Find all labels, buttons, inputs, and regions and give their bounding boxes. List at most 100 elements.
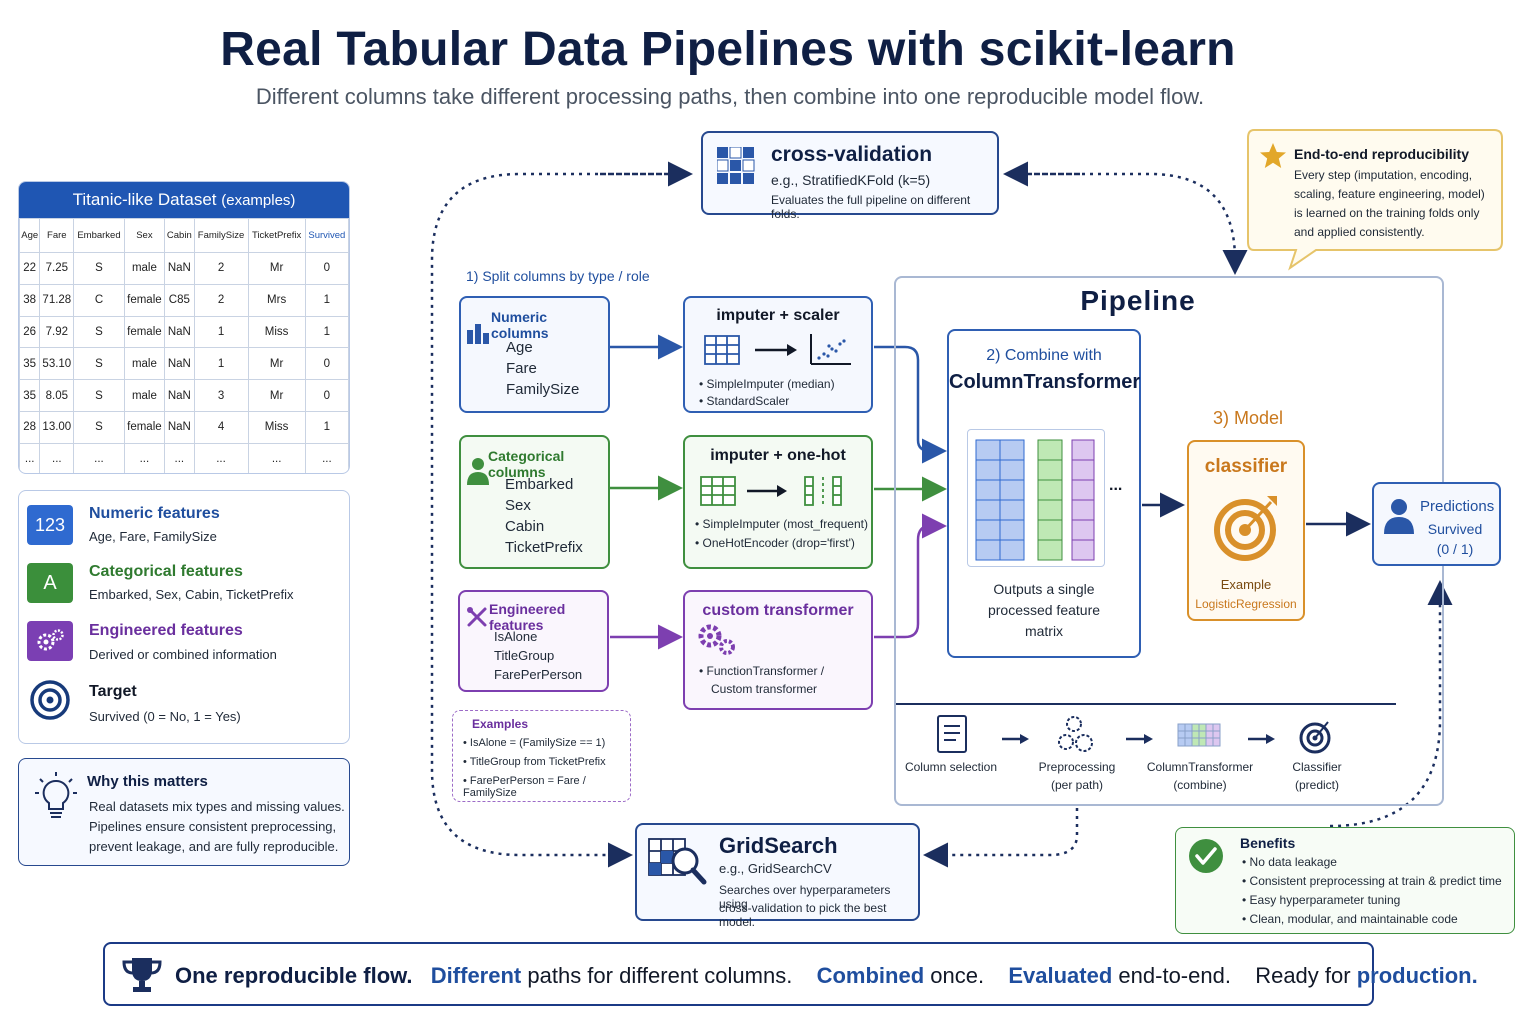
table-cell: Mr (247, 252, 306, 285)
target-icon (30, 680, 70, 720)
imputer-onehot-title: imputer + one-hot (710, 447, 846, 464)
split-label: 1) Split columns by type / role (466, 268, 650, 284)
predictions-line-2: (0 / 1) (1436, 541, 1474, 557)
repro-callout-shape (1247, 129, 1503, 271)
categorical-col-1: Embarked (505, 476, 574, 493)
categorical-badge: A (27, 563, 73, 603)
table-cell: 1 (304, 315, 349, 349)
table-row: ........................ (19, 442, 349, 473)
classifier-example-model: LogisticRegression (1195, 597, 1297, 611)
repro-line-4: and applied consistently. (1294, 225, 1425, 239)
custom-transformer-card: custom transformer FunctionTransformer /… (683, 590, 873, 710)
feature-matrix-icon (975, 439, 1095, 561)
gridsearch-card: GridSearch e.g., GridSearchCV Searches o… (635, 823, 920, 929)
table-cell: 22 (19, 252, 41, 285)
table-cell: Mr (247, 347, 306, 381)
categorical-col-3: Cabin (505, 518, 545, 535)
model-label: 3) Model (1213, 408, 1284, 428)
table-cell: 35 (19, 347, 41, 381)
categorical-columns-card: Categorical columns Embarked Sex Cabin T… (459, 435, 610, 569)
outputs-line-3: matrix (1024, 623, 1064, 639)
page-subtitle: Different columns take different process… (255, 84, 1205, 109)
page-title: Real Tabular Data Pipelines with scikit-… (220, 23, 1236, 76)
table-cell: female (123, 410, 166, 444)
table-cell: C85 (164, 283, 195, 317)
table-to-scatter-icon (704, 334, 851, 365)
combine-step-label: 2) Combine with (986, 347, 1102, 364)
footer-p2b: paths for different columns. (527, 963, 793, 988)
footer-p5b: production. (1356, 963, 1478, 988)
classifier-title: classifier (1204, 456, 1288, 477)
legend-target-title: Target (89, 683, 137, 700)
table-cell: 1 (304, 410, 349, 444)
imputer-onehot-item-1: SimpleImputer (most_frequent) (695, 517, 868, 531)
table-cell: ... (73, 442, 125, 473)
feature-matrix (967, 429, 1105, 567)
star-icon (1260, 143, 1286, 168)
matrix-ellipsis: ... (1109, 477, 1123, 494)
table-cell: C (73, 283, 125, 317)
table-cell: 3 (193, 379, 249, 412)
engineered-features-card: Engineered features IsAlone TitleGroup F… (458, 590, 609, 692)
classifier-card: classifier Example LogisticRegression (1187, 440, 1305, 621)
imputer-scaler-item-1: SimpleImputer (median) (699, 377, 835, 391)
step-3-sub: (combine) (1173, 778, 1227, 792)
dataset-col-header: TicketPrefix (247, 218, 306, 253)
legend-numeric-title: Numeric features (89, 505, 220, 522)
step-4-sub: (predict) (1294, 778, 1339, 792)
table-cell: 1 (304, 283, 349, 317)
imputer-onehot-card: imputer + one-hot SimpleImputer (most_fr… (683, 435, 873, 569)
table-cell: Mr (247, 379, 306, 412)
table-cell: S (73, 347, 125, 381)
benefit-4: Clean, modular, and maintainable code (1242, 912, 1458, 926)
table-cell: 0 (304, 252, 349, 285)
engineered-col-3: FarePerPerson (494, 667, 583, 682)
steps-icons (937, 715, 1331, 754)
why-title: Why this matters (87, 773, 208, 790)
table-cell: 53.10 (39, 347, 75, 381)
cv-title: cross-validation (771, 143, 933, 166)
numeric-columns-title: Numeric columns (491, 309, 549, 341)
table-cell: ... (193, 442, 249, 473)
footer-banner: One reproducible flow. Different paths f… (103, 942, 1478, 1006)
combine-name: ColumnTransformer (949, 371, 1141, 393)
why-line-1: Real datasets mix types and missing valu… (89, 799, 345, 814)
table-cell: NaN (164, 252, 195, 285)
table-cell: Mrs (247, 283, 306, 317)
dataset-title: Titanic-like Dataset (72, 190, 217, 209)
table-cell: 7.92 (39, 315, 75, 349)
step-2-label: Preprocessing (1038, 760, 1116, 774)
pipeline-to-grid (923, 808, 1079, 868)
lightbulb-icon (35, 772, 77, 818)
imputer-scaler-item-2: StandardScaler (699, 394, 790, 408)
imputer-scaler-card: imputer + scaler SimpleImputer (median) … (683, 296, 873, 413)
dataset-title-suffix: (examples) (221, 192, 296, 209)
person-icon (467, 458, 489, 485)
table-cell: male (123, 379, 166, 412)
table-cell: 71.28 (39, 283, 75, 317)
table-cell: 4 (193, 410, 249, 444)
table-cell: 0 (304, 379, 349, 412)
dataset-col-header: Fare (39, 218, 75, 253)
gridsearch-line-1: e.g., GridSearchCV (719, 861, 832, 876)
cv-line-2: Evaluates the full pipeline on different… (771, 193, 971, 221)
table-cell: ... (39, 442, 75, 473)
table-cell: NaN (164, 410, 195, 444)
dataset-col-header: Sex (123, 218, 166, 253)
dataset-col-header: Age (19, 218, 41, 253)
table-cell: ... (247, 442, 306, 473)
table-cell: 2 (193, 252, 249, 285)
dataset-col-header: Cabin (164, 218, 195, 253)
example-3: FarePerPerson = Fare / FamilySize (463, 775, 630, 799)
table-cell: 26 (19, 315, 41, 349)
engineered-columns-title: Engineered features (489, 601, 566, 633)
table-cell: Miss (247, 410, 306, 444)
column-transformer-card: 2) Combine with ColumnTransformer ... Ou… (947, 329, 1141, 658)
step-2-sub: (per path) (1050, 778, 1104, 792)
